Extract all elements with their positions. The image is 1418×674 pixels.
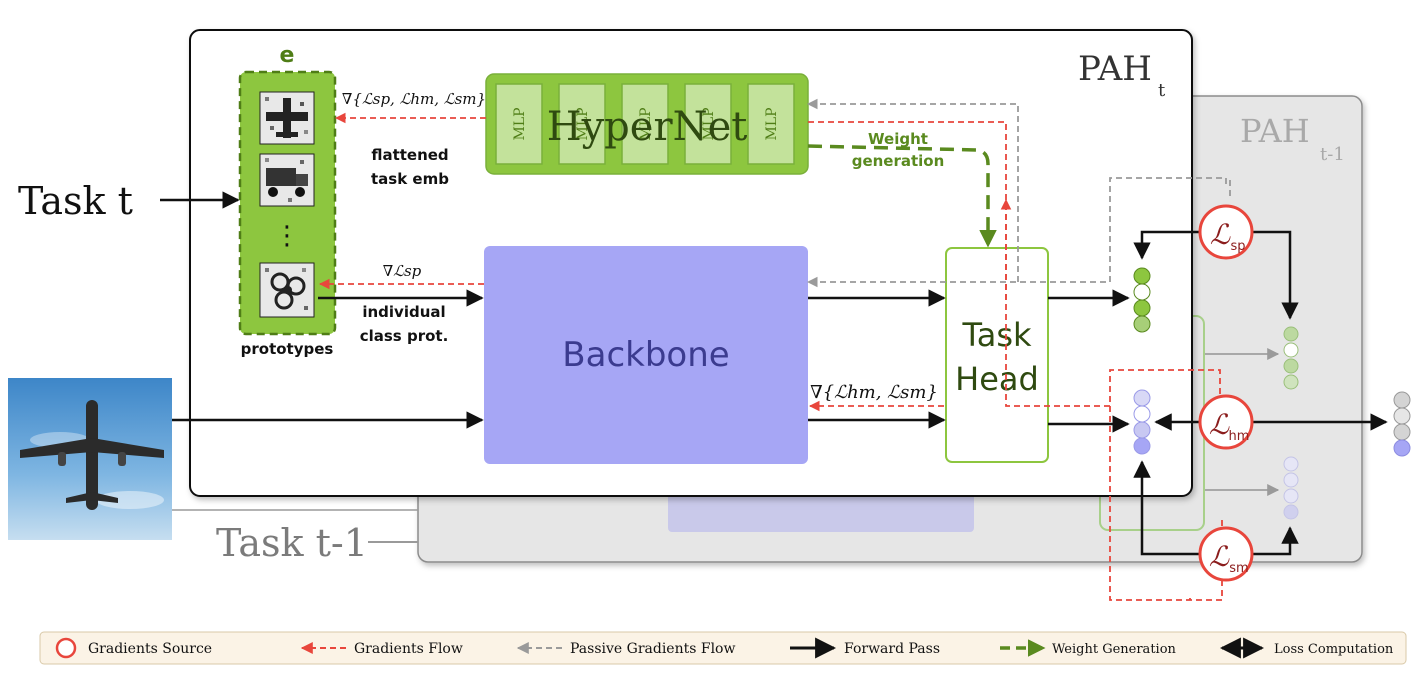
weight-generation-arrow bbox=[807, 144, 997, 248]
loss-node-sm: ℒ sm bbox=[1198, 526, 1254, 582]
grad-top-label: ∇{ℒsp, ℒhm, ℒsm} bbox=[342, 90, 486, 108]
hypernet-block: MLP MLP MLP MLP MLP HyperNet bbox=[485, 73, 809, 175]
current-panel-subscript: t bbox=[1158, 80, 1166, 101]
loss-sm-symbol: ℒ bbox=[1209, 540, 1230, 573]
hypernet-title: HyperNet bbox=[547, 104, 748, 150]
legend-loss-computation-label: Loss Computation bbox=[1274, 642, 1394, 657]
task-head-line1: Task bbox=[961, 316, 1032, 354]
loss-hm-subscript: hm bbox=[1229, 429, 1250, 444]
grad-sp-label: ∇ℒsp bbox=[383, 262, 422, 280]
task-t-label: Task t bbox=[18, 179, 133, 223]
prototype-thumbnail-airplane bbox=[259, 91, 315, 145]
loss-sp-symbol: ℒ bbox=[1210, 218, 1231, 251]
current-panel-title: PAH bbox=[1078, 49, 1152, 89]
prev-output-nodes-sm bbox=[1283, 456, 1299, 520]
legend-gradients-flow-label: Gradients Flow bbox=[354, 641, 463, 657]
mlp-layer bbox=[495, 83, 543, 165]
loss-computation-arrows bbox=[1133, 230, 1388, 556]
task-head-block: Task Head bbox=[945, 247, 1049, 463]
loss-sm-subscript: sm bbox=[1229, 561, 1248, 576]
prev-panel-title: PAH bbox=[1240, 112, 1310, 150]
legend-forward-pass-label: Forward Pass bbox=[844, 641, 940, 657]
mlp-layer bbox=[558, 83, 606, 165]
embedding-label: e bbox=[280, 43, 295, 68]
prev-panel-subscript: t-1 bbox=[1320, 144, 1345, 165]
backbone-block: Backbone bbox=[484, 246, 808, 464]
individual-label-line2: class prot. bbox=[360, 327, 449, 345]
legend-gradients-source-icon bbox=[55, 637, 77, 659]
loss-sp-subscript: sp bbox=[1230, 239, 1245, 254]
prev-output-nodes-sp bbox=[1283, 326, 1299, 390]
mlp-layers: MLP MLP MLP MLP MLP bbox=[495, 83, 795, 165]
mlp-layer-label: MLP bbox=[701, 107, 717, 140]
prototypes-caption: prototypes bbox=[241, 340, 334, 358]
mlp-layer bbox=[621, 83, 669, 165]
forward-pass-arrows bbox=[172, 289, 1130, 433]
legend-weight-generation-label: Weight Generation bbox=[1052, 642, 1177, 657]
loss-node-hm: ℒ hm bbox=[1198, 394, 1254, 450]
output-nodes-previous-head bbox=[1393, 391, 1411, 457]
backbone-title: Backbone bbox=[562, 335, 729, 375]
legend-passive-gradients-flow-label: Passive Gradients Flow bbox=[570, 641, 735, 657]
legend: Gradients Source Gradients Flow Passive … bbox=[39, 631, 1407, 665]
input-image-airplane bbox=[8, 378, 172, 540]
embedding-ellipsis: ⋮ bbox=[274, 221, 300, 251]
prototype-thumbnail-truck bbox=[259, 153, 315, 207]
mlp-layer-label: MLP bbox=[512, 107, 528, 140]
mlp-layer-label: MLP bbox=[764, 107, 780, 140]
mlp-layer bbox=[747, 83, 795, 165]
legend-gradients-source-label: Gradients Source bbox=[88, 641, 212, 657]
output-nodes-current-green bbox=[1133, 267, 1151, 333]
loss-hm-symbol: ℒ bbox=[1209, 408, 1230, 441]
mlp-layer-label: MLP bbox=[638, 107, 654, 140]
prototype-thumbnail-flower bbox=[259, 262, 315, 318]
mlp-layer-label: MLP bbox=[575, 107, 591, 140]
task-head-line2: Head bbox=[955, 360, 1039, 398]
flattened-label-line1: flattened bbox=[371, 146, 448, 164]
loss-node-sp: ℒ sp bbox=[1198, 204, 1254, 260]
mlp-layer bbox=[684, 83, 732, 165]
individual-label-line1: individual bbox=[362, 303, 445, 321]
flattened-label-line2: task emb bbox=[371, 170, 449, 188]
grad-bottom-label: ∇{ℒhm, ℒsm} bbox=[810, 382, 938, 403]
output-nodes-current-blue bbox=[1133, 389, 1151, 455]
weight-generation-label-line2: generation bbox=[852, 152, 945, 170]
task-t-minus-1-label: Task t-1 bbox=[216, 521, 368, 565]
weight-generation-label-line1: Weight bbox=[868, 130, 928, 148]
passive-gradient-flow-arrows bbox=[806, 98, 1231, 288]
